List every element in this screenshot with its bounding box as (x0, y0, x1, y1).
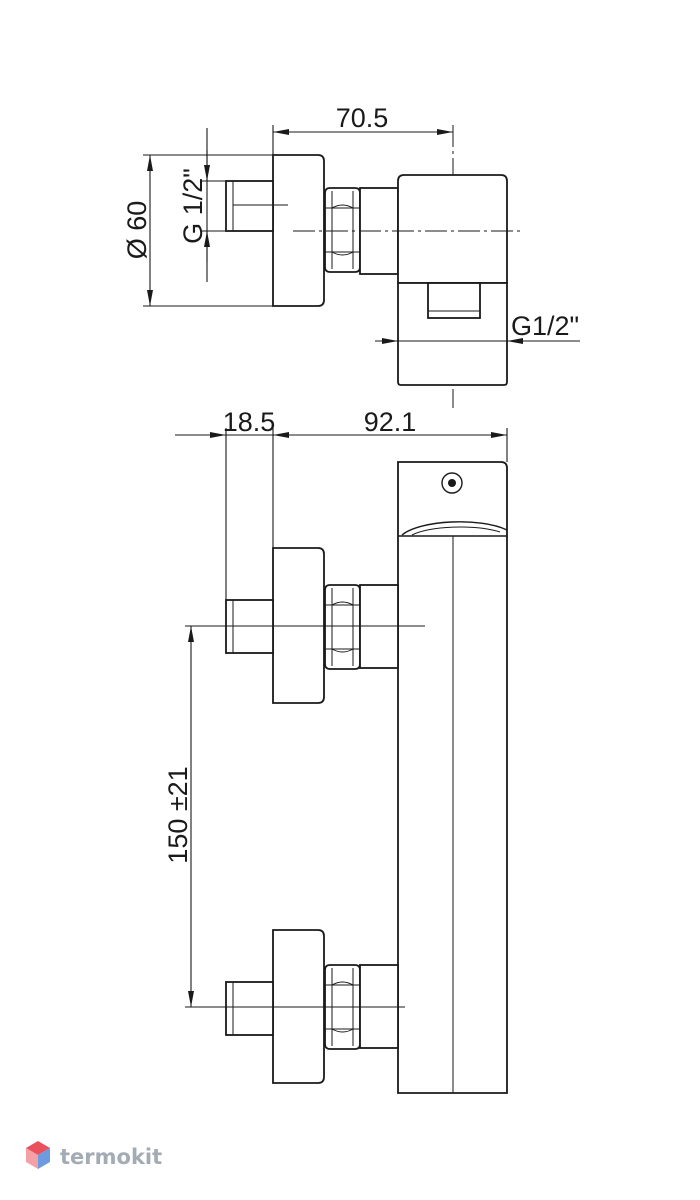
watermark: termokit (26, 1141, 162, 1169)
lower-inlet-pipe (225, 981, 274, 1036)
knob-center-dot (448, 479, 456, 487)
temperature-knob-icon (441, 472, 463, 494)
watermark-text: termokit (60, 1145, 162, 1169)
cap-curve (401, 521, 508, 536)
termokit-cube-logo-icon (26, 1141, 50, 1169)
outlet-thread-label: G1/2" (511, 311, 579, 341)
body-depth-label: 92.1 (364, 407, 417, 437)
inlet-pipe (225, 180, 274, 232)
inlet-depth-label: 18.5 (223, 407, 276, 437)
diameter-dimension-label: Ø 60 (122, 201, 152, 260)
inlet-thread-label: G 1/2" (178, 168, 208, 244)
centers-dimension-label: 150 ±21 (163, 766, 193, 863)
hex-nut (324, 187, 361, 273)
front-view: 18.5 92.1 150 ±21 (163, 407, 508, 1094)
top-view: 70.5 Ø 60 G 1/2" G1/2" (122, 103, 580, 408)
upper-hex-nut (324, 584, 361, 670)
mixer-body-top (397, 174, 508, 284)
outlet-nozzle (427, 282, 481, 319)
width-dimension-label: 70.5 (336, 103, 389, 133)
cap-curve-inner (411, 526, 501, 536)
